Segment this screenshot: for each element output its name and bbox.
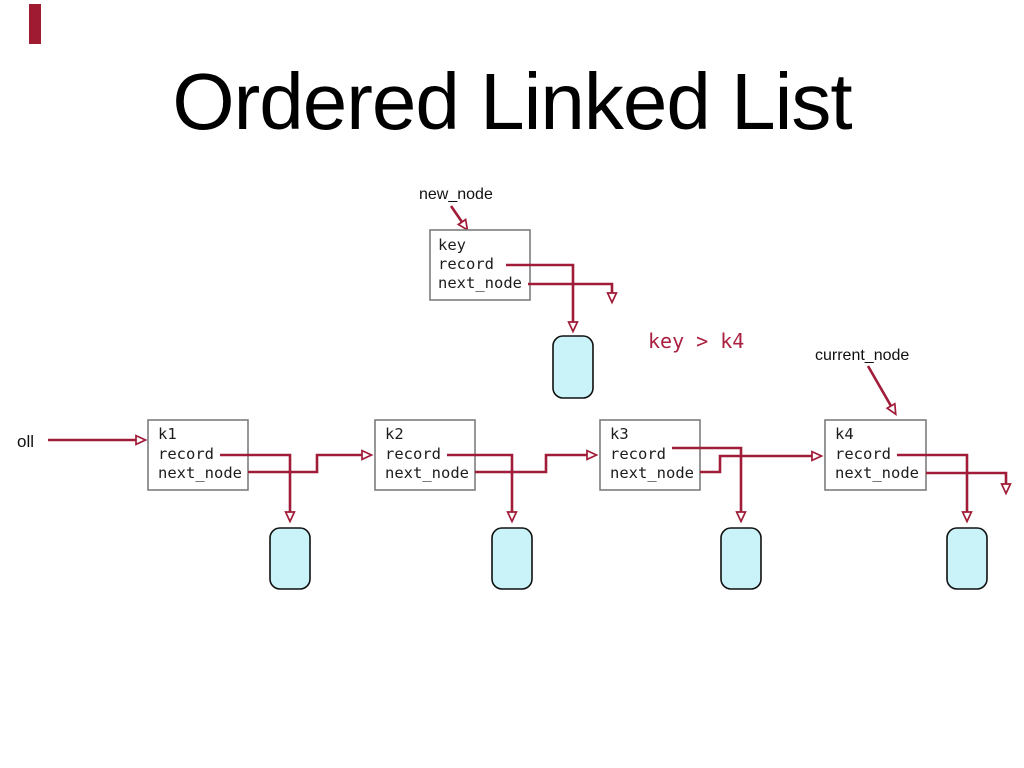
record-blob-k3 xyxy=(720,527,762,590)
node-record-label: record xyxy=(385,445,441,463)
record-blob-k4 xyxy=(946,527,988,590)
node-record-label: record xyxy=(835,445,891,463)
record-pointer-arrow-k2 xyxy=(447,453,518,524)
node-key-label: k1 xyxy=(158,425,177,443)
record-pointer-arrow-k4 xyxy=(897,453,973,524)
corner-accent-bar xyxy=(29,4,41,44)
node-k3: k3 record next_node xyxy=(599,419,701,491)
new-node-label: new_node xyxy=(419,186,493,203)
record-blob-k2 xyxy=(491,527,533,590)
node-key-label: k3 xyxy=(610,425,629,443)
next-pointer-arrow-k1 xyxy=(248,449,374,474)
node-record-label: record xyxy=(610,445,666,463)
new-node-pointer-arrow xyxy=(449,205,469,232)
record-pointer-arrow-new xyxy=(506,263,579,334)
node-next-label: next_node xyxy=(610,464,694,482)
new-node-box: key record next_node xyxy=(429,229,531,301)
next-pointer-arrow-k3 xyxy=(700,450,824,474)
oll-label: oll xyxy=(17,432,34,451)
comparison-label: key > k4 xyxy=(648,329,744,353)
record-pointer-arrow-k1 xyxy=(220,453,296,524)
node-next-label: next_node xyxy=(158,464,242,482)
next-pointer-arrow-new xyxy=(528,282,618,305)
node-key-label: key xyxy=(438,236,466,254)
node-k1: k1 record next_node xyxy=(147,419,249,491)
current-node-pointer-arrow xyxy=(866,365,897,416)
record-blob-new xyxy=(552,335,594,399)
page-title: Ordered Linked List xyxy=(172,57,852,146)
node-box xyxy=(599,419,701,491)
node-next-label: next_node xyxy=(835,464,919,482)
record-pointer-arrow-k3 xyxy=(672,446,747,524)
next-pointer-arrow-k2 xyxy=(475,449,599,474)
record-blob-k1 xyxy=(269,527,311,590)
node-next-label: next_node xyxy=(385,464,469,482)
node-record-label: record xyxy=(158,445,214,463)
current-node-label: current_node xyxy=(815,347,909,364)
node-next-label: next_node xyxy=(438,274,522,292)
next-pointer-arrow-k4 xyxy=(926,471,1012,496)
node-record-label: record xyxy=(438,255,494,273)
node-key-label: k2 xyxy=(385,425,404,443)
node-key-label: k4 xyxy=(835,425,854,443)
